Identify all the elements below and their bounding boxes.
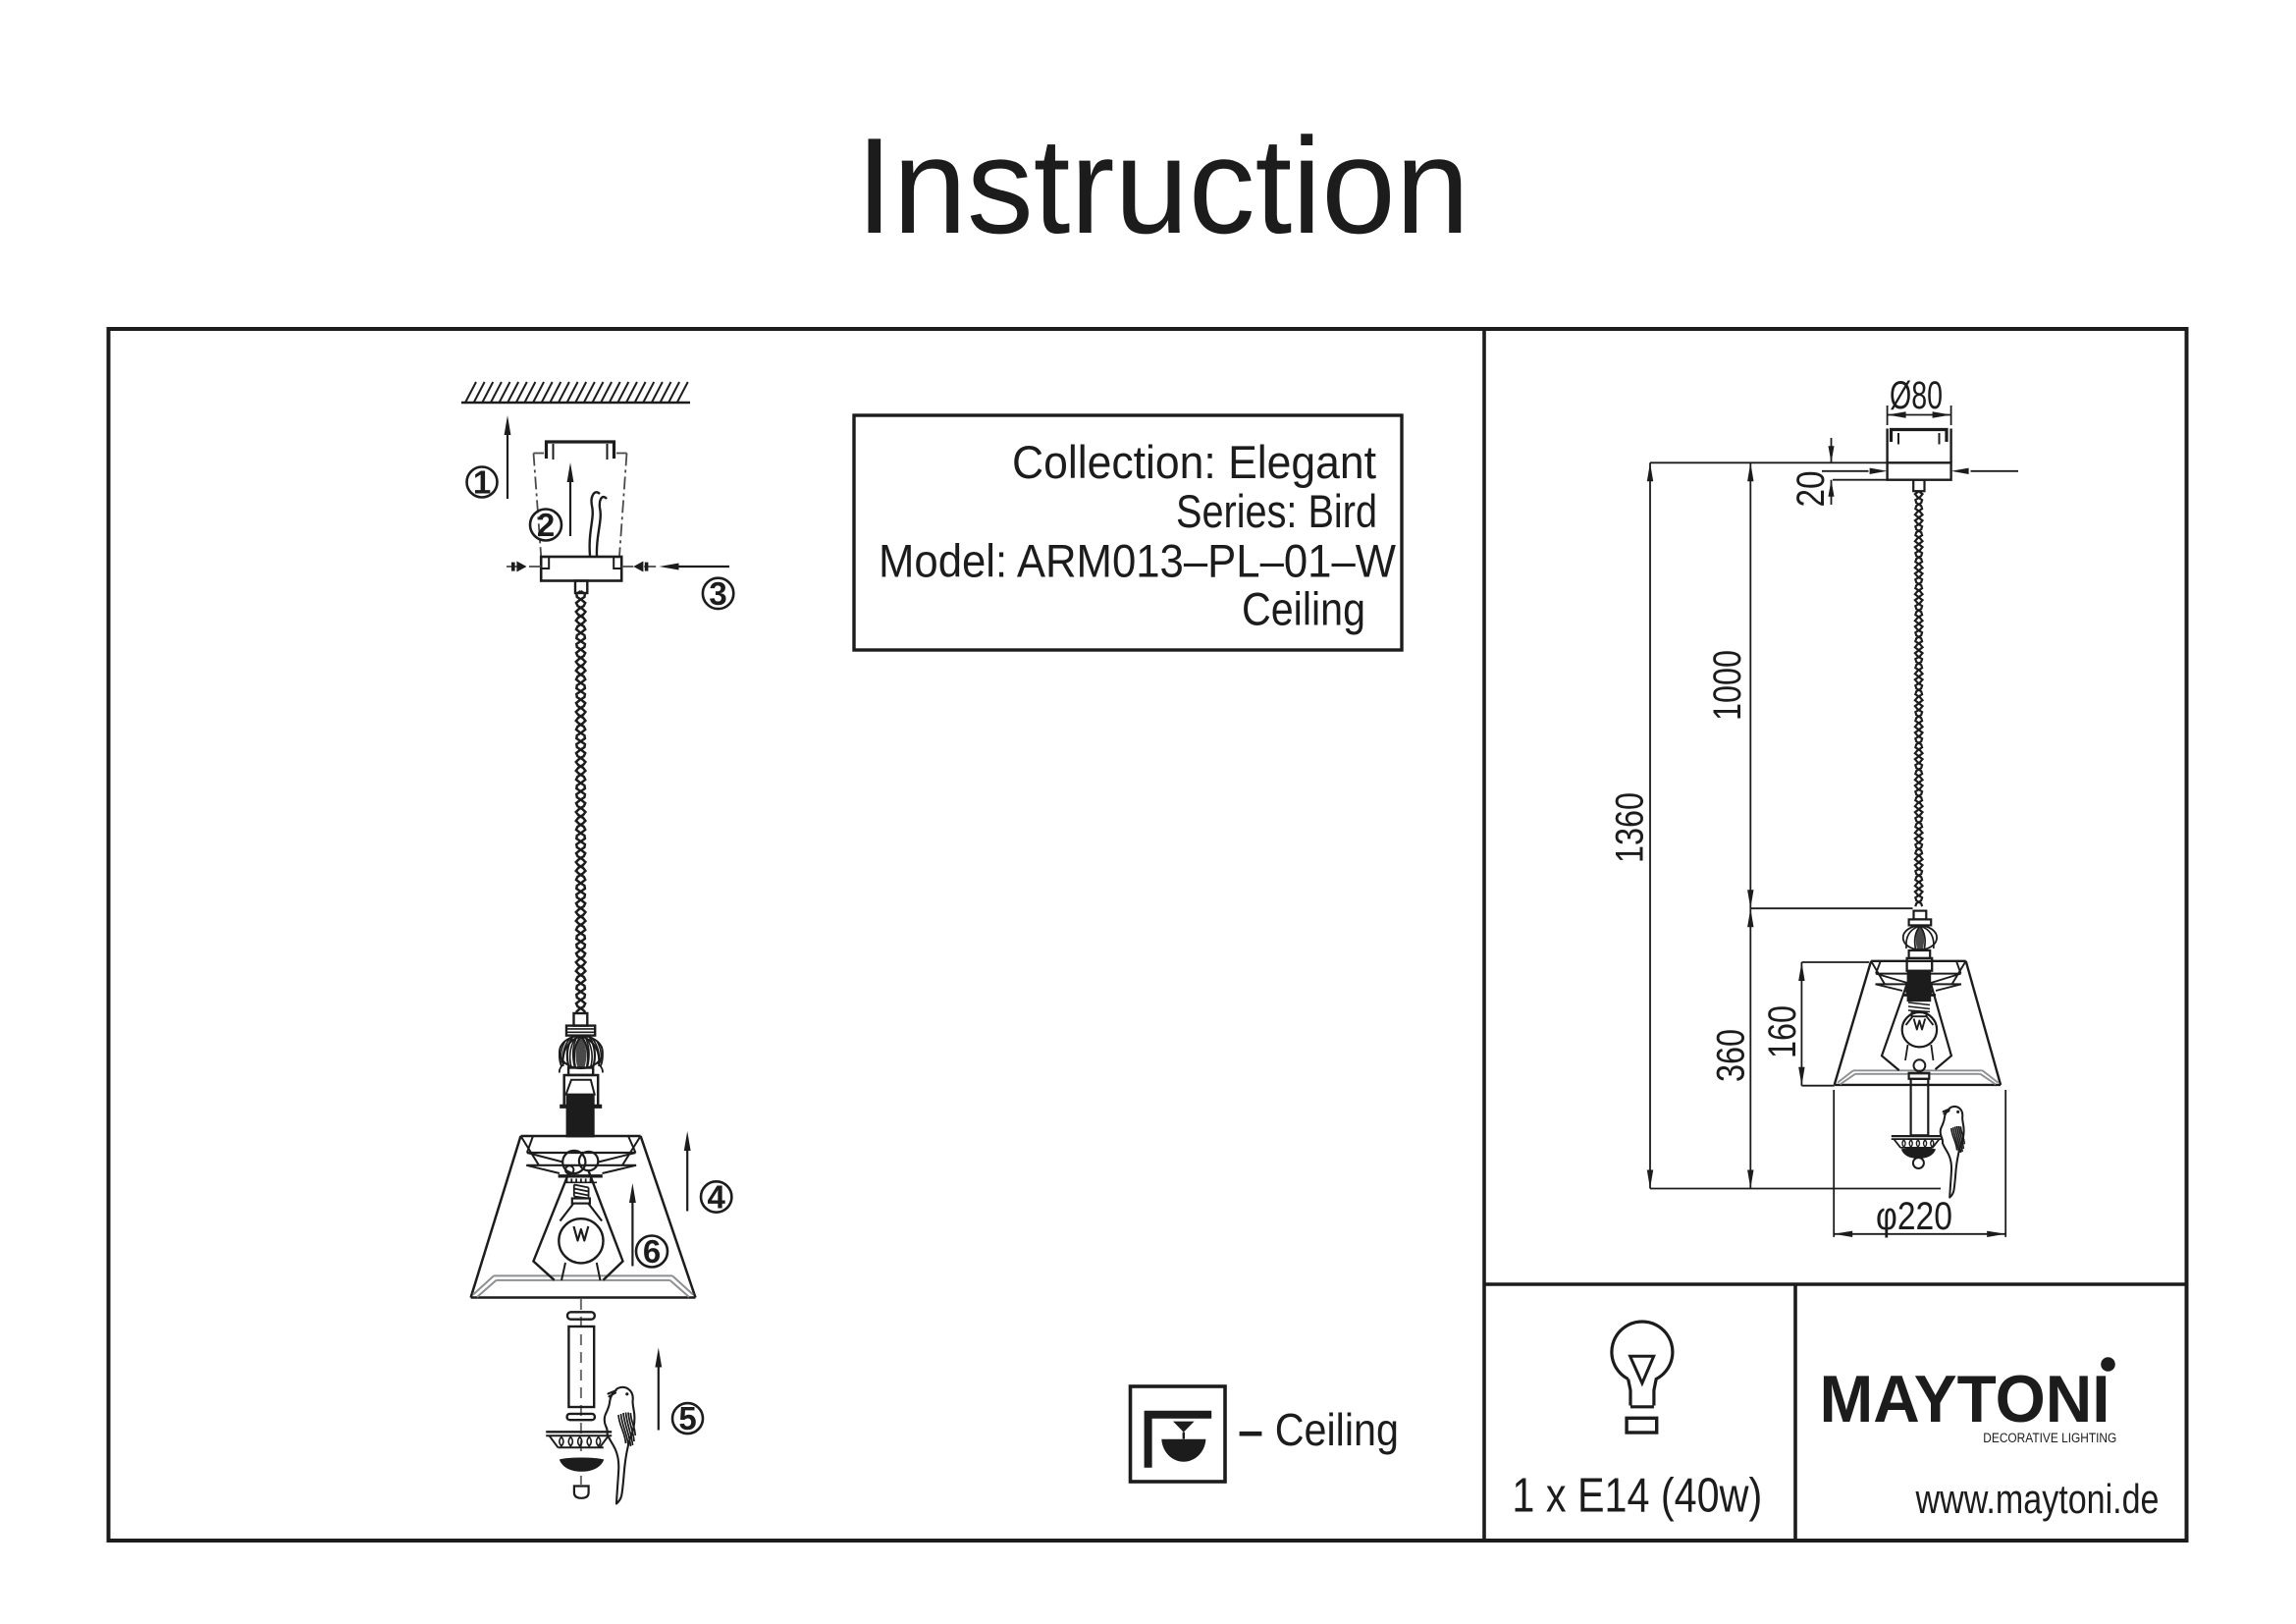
svg-text:160: 160 xyxy=(1761,1005,1804,1058)
svg-text:5: 5 xyxy=(678,1400,696,1436)
svg-text:Ceiling: Ceiling xyxy=(1275,1404,1399,1455)
svg-text:φ220: φ220 xyxy=(1876,1195,1952,1238)
svg-text:3: 3 xyxy=(709,575,726,612)
svg-text:Ø80: Ø80 xyxy=(1890,374,1943,417)
svg-text:Collection: Elegant: Collection: Elegant xyxy=(1012,436,1376,488)
svg-text:1 x E14 (40w): 1 x E14 (40w) xyxy=(1512,1469,1762,1522)
svg-text:1: 1 xyxy=(473,464,491,501)
svg-text:Instruction: Instruction xyxy=(856,110,1469,262)
svg-text:1000: 1000 xyxy=(1706,650,1749,721)
svg-text:1360: 1360 xyxy=(1608,792,1651,863)
svg-text:2: 2 xyxy=(537,507,555,543)
svg-text:Series: Bird: Series: Bird xyxy=(1176,485,1377,537)
svg-text:360: 360 xyxy=(1710,1029,1753,1082)
svg-text:6: 6 xyxy=(643,1233,661,1270)
svg-text:www.maytoni.de: www.maytoni.de xyxy=(1915,1476,2160,1522)
svg-text:Model: ARM013–PL–01–W: Model: ARM013–PL–01–W xyxy=(879,535,1397,587)
svg-text:Ceiling: Ceiling xyxy=(1242,583,1365,635)
svg-text:4: 4 xyxy=(708,1179,726,1216)
svg-text:DECORATIVE LIGHTING: DECORATIVE LIGHTING xyxy=(1983,1431,2116,1445)
svg-text:MAYTONI: MAYTONI xyxy=(1820,1362,2110,1436)
svg-text:20: 20 xyxy=(1789,471,1833,508)
